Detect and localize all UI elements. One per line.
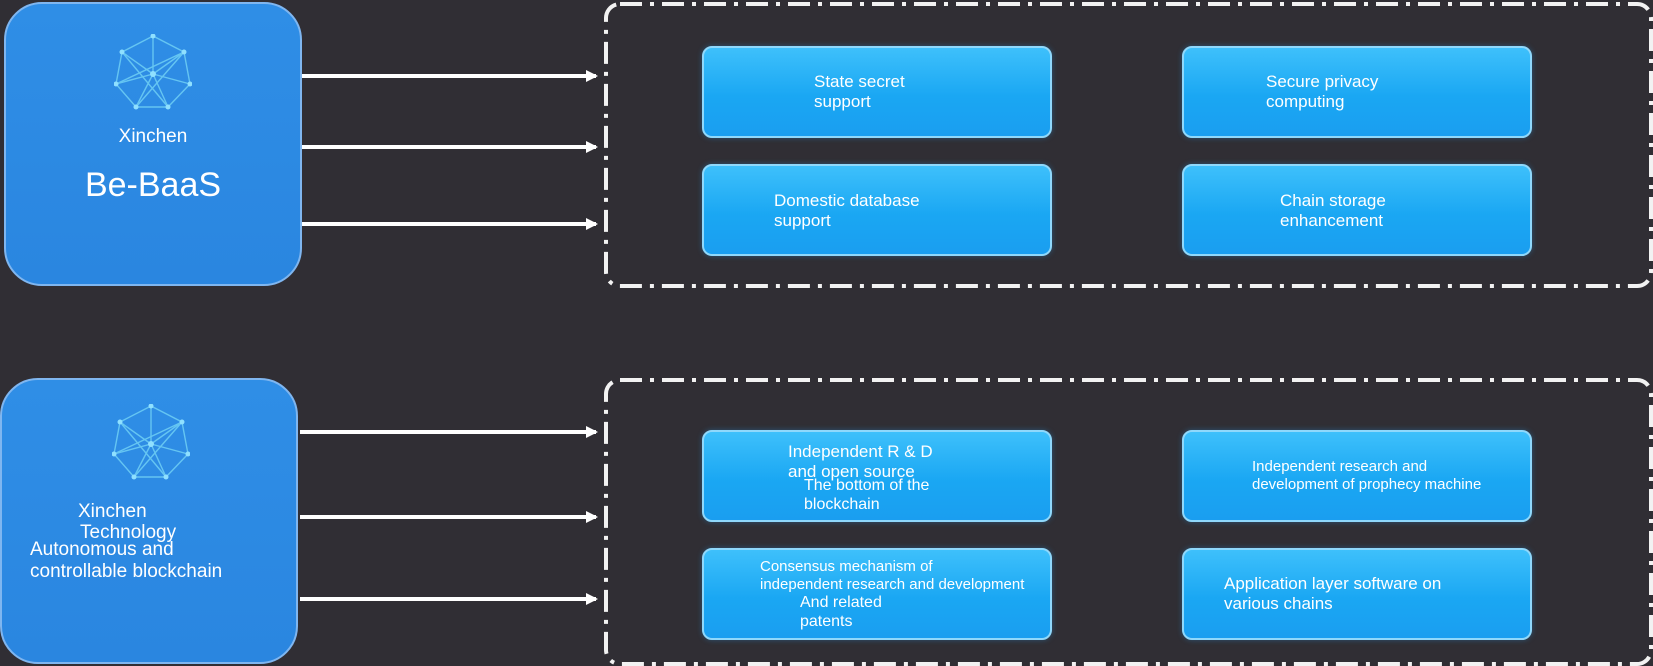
- feature-line: Chain storage: [1280, 191, 1386, 210]
- group-frame-bottom: [604, 378, 1653, 666]
- feature-line: State secret: [814, 72, 905, 91]
- feature-line: Independent R & D: [788, 442, 933, 461]
- feature-line: Independent research and: [1252, 458, 1428, 475]
- feature-line: various chains: [1224, 594, 1333, 613]
- feature-line: Domestic database: [774, 191, 920, 210]
- polyhedron-network-icon: [112, 404, 190, 480]
- feature-chain-storage: Chain storage enhancement: [1182, 164, 1532, 256]
- feature-line: blockchain: [804, 496, 880, 513]
- feature-line: The bottom of the: [804, 477, 930, 494]
- source-box-be-baas: Xinchen Be-BaaS: [4, 2, 302, 286]
- feature-application-layer: Application layer software on various ch…: [1182, 548, 1532, 640]
- source-company: Xinchen: [118, 126, 188, 147]
- source-title-line1: Autonomous and: [30, 539, 174, 560]
- feature-line: independent research and development: [760, 576, 1025, 593]
- source-company-line1: Xinchen: [78, 501, 147, 522]
- source-title-line2: controllable blockchain: [30, 561, 223, 582]
- feature-line: And related: [800, 594, 882, 611]
- feature-line: support: [814, 92, 871, 111]
- feature-line: Application layer software on: [1224, 574, 1442, 593]
- source-title: Be-BaaS: [84, 166, 222, 204]
- source-box-blockchain: Xinchen Technology Autonomous and contro…: [0, 378, 298, 664]
- feature-consensus-mechanism: Consensus mechanism of independent resea…: [702, 548, 1052, 640]
- feature-line: computing: [1266, 92, 1345, 111]
- feature-domestic-database: Domestic database support: [702, 164, 1052, 256]
- feature-line: Secure privacy: [1266, 72, 1379, 91]
- source-company-line2: Technology: [80, 522, 177, 543]
- feature-line: and open source: [788, 462, 915, 481]
- feature-line: Consensus mechanism of: [760, 558, 933, 575]
- feature-line: enhancement: [1280, 211, 1384, 230]
- feature-line: development of prophecy machine: [1252, 476, 1482, 493]
- feature-independent-rd: Independent R & D and open source The bo…: [702, 430, 1052, 522]
- feature-secure-privacy: Secure privacy computing: [1182, 46, 1532, 138]
- group-frame-top: [604, 2, 1653, 288]
- polyhedron-network-icon: [114, 34, 192, 110]
- feature-line: patents: [800, 613, 853, 630]
- feature-prophecy-machine: Independent research and development of …: [1182, 430, 1532, 522]
- feature-state-secret: State secret support: [702, 46, 1052, 138]
- feature-line: support: [774, 211, 831, 230]
